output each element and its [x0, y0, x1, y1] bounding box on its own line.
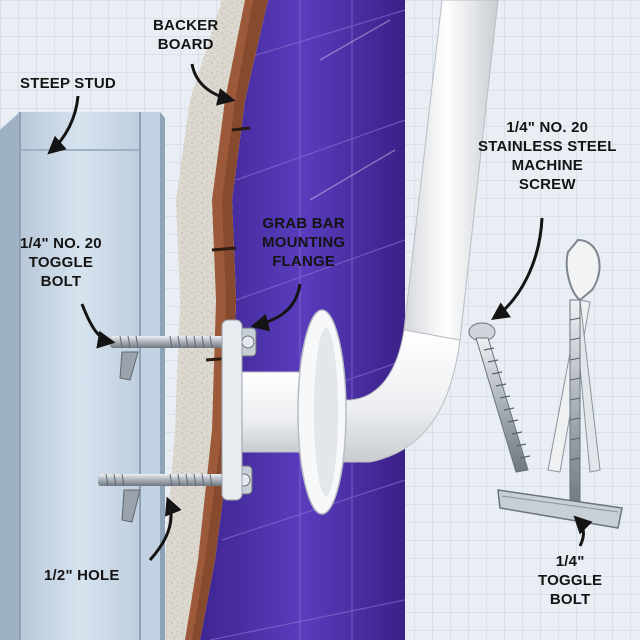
- machine-screw-arrow: [491, 217, 544, 321]
- toggle-bolt-right-label-line-1: 1/4": [555, 553, 585, 570]
- machine-screw-label: 1/4" NO. 20 STAINLESS STEEL MACHINE SCRE…: [478, 118, 617, 194]
- toggle-bolt-left-label: 1/4" NO. 20 TOGGLE BOLT: [20, 234, 102, 291]
- steel-stud-label: STEEP STUD: [20, 74, 116, 93]
- steel-stud-label-line-1: STEEP STUD: [20, 75, 116, 92]
- steel-stud: [0, 112, 165, 640]
- grab-bar-flange-label-line-2: MOUNTING: [262, 234, 346, 251]
- grab-bar-flange-label: GRAB BAR MOUNTING FLANGE: [262, 214, 345, 271]
- toggle-bolt-right-label-line-3: BOLT: [549, 591, 591, 608]
- grab-bar: [221, 0, 499, 515]
- toggle-bolt-right-arrow: [573, 515, 593, 547]
- toggle-bolt-left-label-line-3: BOLT: [40, 273, 82, 290]
- grab-bar-flange-label-line-3: FLANGE: [272, 253, 336, 270]
- machine-screw-label-line-2: STAINLESS STEEL: [478, 138, 617, 155]
- machine-screw-label-line-4: SCREW: [518, 176, 576, 193]
- hole-label-line-1: 1/2" HOLE: [44, 567, 120, 584]
- leader-arrows: [47, 63, 593, 562]
- hole-arrow: [148, 496, 182, 562]
- toggle-bolt-right-label-line-2: TOGGLE: [538, 572, 603, 589]
- toggle-bolt-right-label: 1/4" TOGGLE BOLT: [538, 552, 602, 609]
- machine-screw: [468, 322, 531, 473]
- toggle-bolt-left-arrow: [80, 303, 116, 349]
- hole-label: 1/2" HOLE: [44, 566, 120, 585]
- backer-board-label-line-1: BACKER: [153, 17, 219, 34]
- toggle-bolt-left-label-line-1: 1/4" NO. 20: [20, 235, 102, 252]
- stud-arrow: [47, 95, 80, 155]
- grab-bar-flange-label-line-1: GRAB BAR: [262, 215, 345, 232]
- toggle-bolt-left-label-line-2: TOGGLE: [28, 254, 94, 271]
- machine-screw-label-line-3: MACHINE: [511, 157, 583, 174]
- backer-board-arrow: [190, 63, 236, 106]
- backer-board-label-line-2: BOARD: [157, 36, 214, 53]
- machine-screw-label-line-1: 1/4" NO. 20: [506, 119, 589, 136]
- flange-arrow: [250, 283, 302, 332]
- backer-board-label: BACKER BOARD: [153, 16, 218, 54]
